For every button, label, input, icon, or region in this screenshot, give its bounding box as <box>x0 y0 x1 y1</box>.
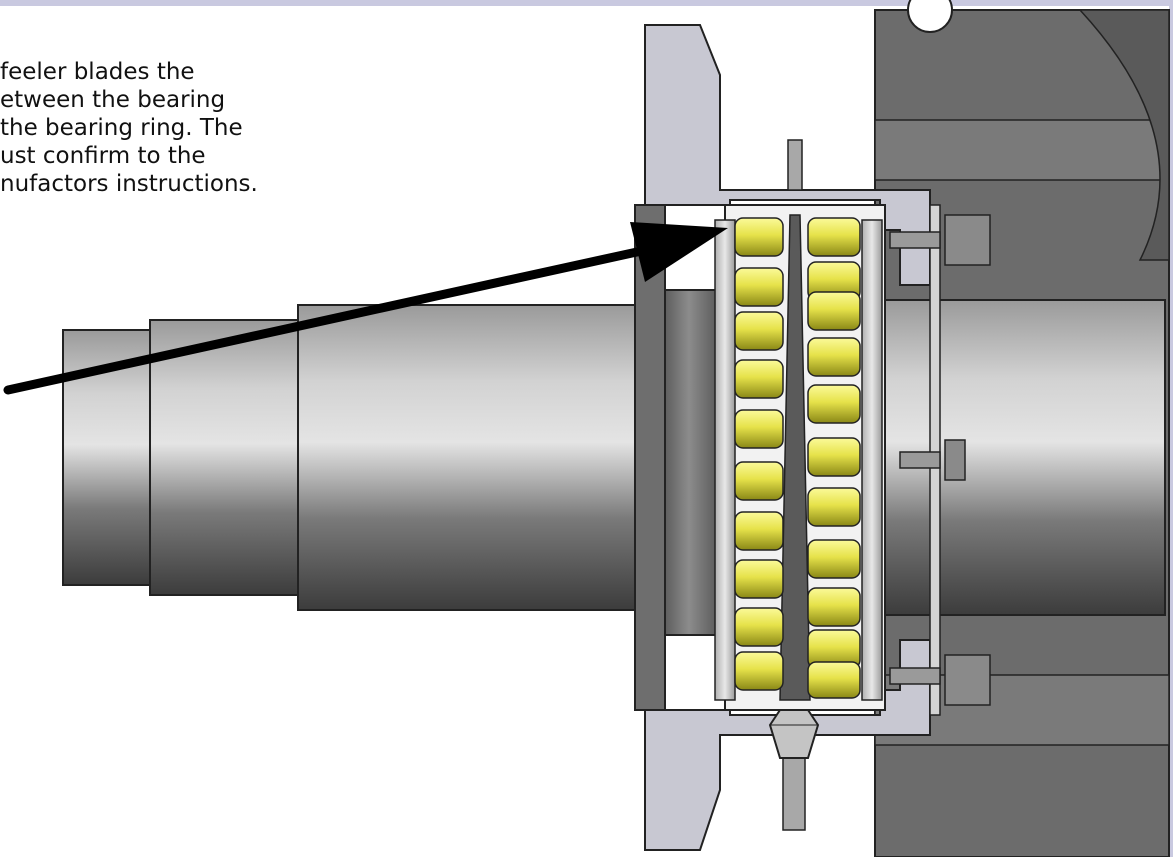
end-cover-plate <box>889 204 991 716</box>
arrow-icon <box>3 222 728 395</box>
roller-row-left <box>734 217 784 691</box>
bolt-icon <box>768 709 820 831</box>
top-bolt-icon <box>787 139 803 191</box>
roller-row-right <box>807 217 861 699</box>
instruction-line-2: etween the bearing <box>0 87 226 113</box>
instruction-text: feeler blades the etween the bearing the… <box>0 58 380 198</box>
right-frame-border <box>1169 0 1173 857</box>
instruction-line-1: feeler blades the <box>0 59 195 85</box>
main-shaft <box>62 299 1166 616</box>
instruction-line-5: nufactors instructions. <box>0 171 258 197</box>
instruction-line-4: ust confirm to the <box>0 143 206 169</box>
top-frame-border <box>0 0 1173 6</box>
instruction-line-3: the bearing ring. The <box>0 115 243 141</box>
